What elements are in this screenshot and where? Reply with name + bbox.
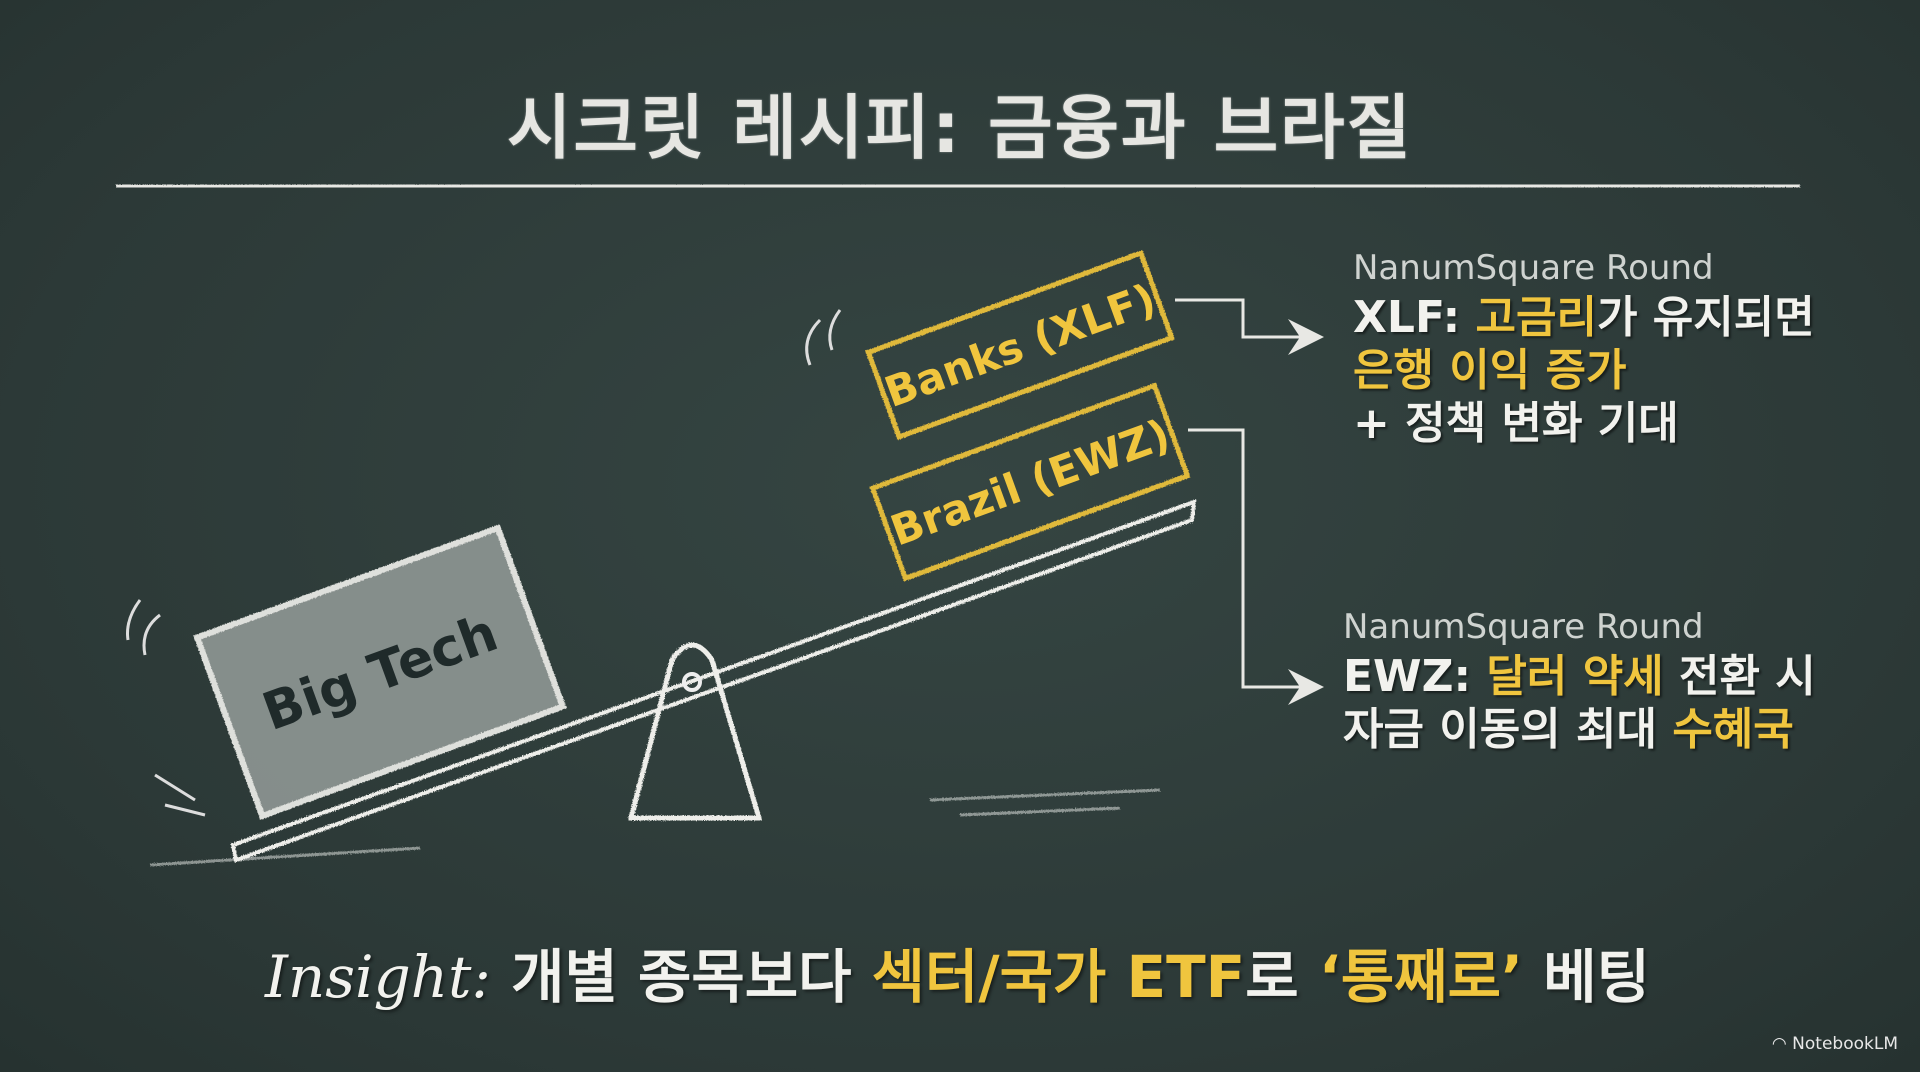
xlf-line2: 은행 이익 증가 (1353, 344, 1627, 396)
ewz-line2-highlight: 수혜국 (1672, 703, 1794, 755)
seesaw-fulcrum (627, 642, 763, 821)
insight-line: Insight: 개별 종목보다 섹터/국가 ETF로 ‘통째로’ 베팅 (265, 930, 1650, 1014)
insight-highlight: 섹터/국가 ETF (871, 943, 1246, 1011)
notebooklm-watermark: ◠ NotebookLM (1772, 1034, 1898, 1054)
ground-scribble (149, 788, 1161, 867)
insight-lead: Insight: (265, 943, 491, 1011)
ewz-suffix: 전환 시 (1663, 651, 1816, 702)
font-label: NanumSquare Round (1353, 248, 1714, 288)
xlf-note: NanumSquare Round XLF: 고금리가 유지되면 은행 이익 증… (1353, 248, 1815, 450)
xlf-line3: + 정책 변화 기대 (1353, 397, 1679, 449)
xlf-suffix: 가 유지되면 (1596, 292, 1815, 343)
xlf-prefix: XLF: (1353, 292, 1476, 343)
big-tech-box: Big Tech (193, 524, 567, 820)
fulcrum-pivot (682, 672, 702, 692)
insight-text: 로 (1245, 943, 1319, 1011)
motion-lines (805, 309, 842, 366)
arrow-to-ewz-note (1188, 428, 1324, 705)
insight-text: 개별 종목보다 (490, 943, 872, 1011)
notebooklm-logo-icon: ◠ (1771, 1034, 1793, 1054)
brand-text: NotebookLM (1792, 1034, 1898, 1054)
impact-lines (126, 599, 206, 817)
insight-text: 베팅 (1523, 943, 1650, 1011)
arrow-to-xlf-note (1175, 298, 1324, 355)
ewz-line2-prefix: 자금 이동의 최대 (1343, 703, 1673, 755)
insight-highlight: ‘통째로’ (1318, 943, 1524, 1011)
ewz-prefix: EWZ: (1343, 651, 1487, 702)
ewz-note: NanumSquare Round EWZ: 달러 약세 전환 시 자금 이동의… (1343, 607, 1816, 757)
font-label: NanumSquare Round (1343, 607, 1704, 647)
banks-xlf-box: Banks (XLF) (865, 249, 1175, 441)
ewz-highlight: 달러 약세 (1486, 651, 1664, 702)
seesaw-plank (230, 499, 1197, 863)
slide-title: 시크릿 레시피: 금융과 브라질 (507, 87, 1413, 169)
title-underline (115, 182, 1801, 190)
brazil-ewz-box: Brazil (EWZ) (869, 382, 1191, 582)
xlf-highlight: 고금리 (1475, 292, 1597, 343)
